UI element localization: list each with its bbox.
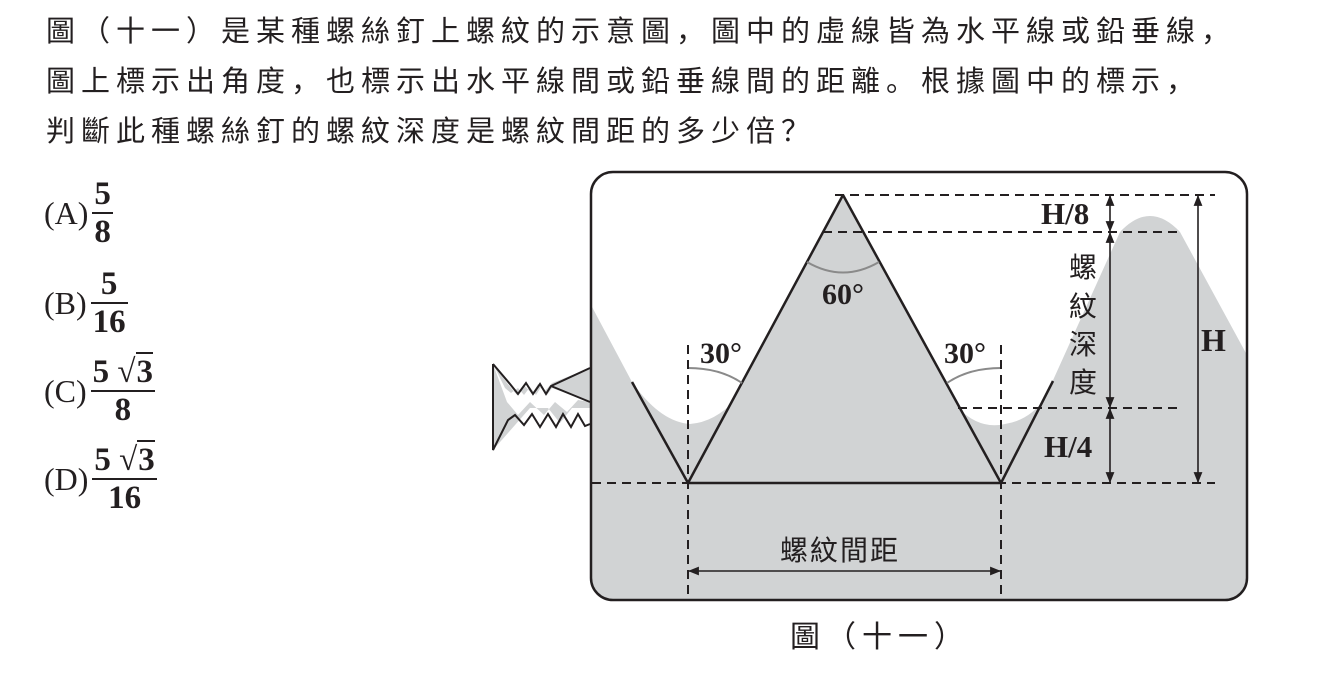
denominator: 8 xyxy=(94,214,111,250)
pitch-label: 螺紋間距 xyxy=(780,534,900,567)
radicand: 3 xyxy=(135,352,154,390)
option-c[interactable]: (C) 5 √3 8 xyxy=(44,352,156,428)
denominator: 16 xyxy=(108,480,142,516)
option-label: (B) xyxy=(44,284,87,321)
numerator: 5 √3 xyxy=(91,352,155,390)
screw-icon xyxy=(492,363,591,451)
thread-profile xyxy=(630,194,1055,485)
option-label: (D) xyxy=(44,460,89,497)
coefficient: 5 xyxy=(92,354,110,390)
diagram-panel xyxy=(591,172,1247,600)
thread-depth-char-2: 紋 xyxy=(1069,290,1097,323)
right-angle-label: 30° xyxy=(944,337,986,370)
option-label: (C) xyxy=(44,372,87,409)
fraction: 5 √3 16 xyxy=(92,440,157,516)
figure-caption: 圖（十一） xyxy=(790,620,970,655)
question-line-1: 圖（十一）是某種螺絲釘上螺紋的示意圖，圖中的虛線皆為水平線或鉛垂線， xyxy=(46,14,1237,48)
numerator: 5 xyxy=(94,176,111,212)
option-a[interactable]: (A) 5 8 xyxy=(44,176,113,250)
apex-angle-label: 60° xyxy=(822,278,864,311)
dimension-arrows xyxy=(687,194,1203,576)
panel-border xyxy=(589,170,1249,602)
fraction-bar xyxy=(90,302,128,304)
angle-arcs xyxy=(687,261,1002,384)
fraction: 5 √3 8 xyxy=(90,352,156,428)
coefficient: 5 xyxy=(94,442,111,478)
question-line-2: 圖上標示出角度，也標示出水平線間或鉛垂線間的距離。根據圖中的標示， xyxy=(46,64,1202,98)
fraction: 5 8 xyxy=(92,176,113,250)
bottom-gap-label: H/4 xyxy=(1044,429,1092,464)
option-label: (A) xyxy=(44,194,89,231)
question-text: 圖（十一）是某種螺絲釘上螺紋的示意圖，圖中的虛線皆為水平線或鉛垂線， 圖上標示出… xyxy=(46,6,1316,156)
square-root: √3 xyxy=(117,352,154,390)
question-line-3: 判斷此種螺絲釘的螺紋深度是螺紋間距的多少倍？ xyxy=(46,114,817,148)
radicand: 3 xyxy=(137,440,155,478)
total-height-label: H xyxy=(1201,322,1226,358)
fraction: 5 16 xyxy=(90,266,128,340)
fraction-bar xyxy=(90,390,156,392)
denominator: 16 xyxy=(92,304,126,340)
square-root: √3 xyxy=(119,440,155,478)
numerator: 5 √3 xyxy=(92,440,156,478)
top-gap-label: H/8 xyxy=(1041,196,1089,231)
thread-depth-label: 螺 紋 深 度 xyxy=(1069,251,1097,399)
dashed-guides xyxy=(592,194,1215,598)
left-angle-label: 30° xyxy=(700,337,742,370)
thread-depth-char-4: 度 xyxy=(1069,366,1097,399)
thread-depth-char-3: 深 xyxy=(1069,328,1097,361)
fraction-bar xyxy=(92,478,157,480)
thread-depth-char-1: 螺 xyxy=(1069,251,1097,284)
option-b[interactable]: (B) 5 16 xyxy=(44,266,128,340)
option-d[interactable]: (D) 5 √3 16 xyxy=(44,440,157,516)
denominator: 8 xyxy=(114,392,132,428)
numerator: 5 xyxy=(100,266,118,302)
fraction-bar xyxy=(92,212,113,214)
